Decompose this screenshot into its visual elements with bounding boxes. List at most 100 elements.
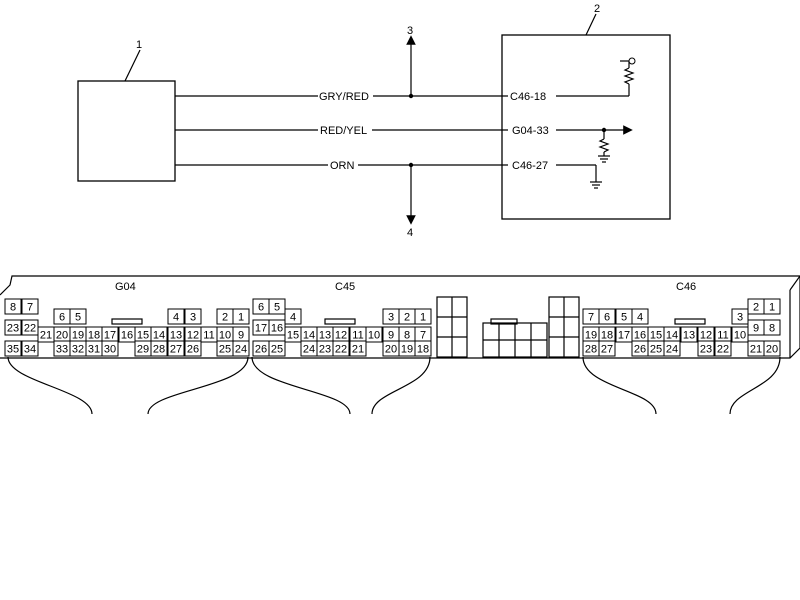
pin-cell-g04-35: 35 — [4, 340, 22, 357]
pin-cell-c45-1: 1 — [414, 308, 432, 325]
pin-cell-g04-12: 12 — [184, 326, 202, 343]
pin-number: 6 — [59, 312, 65, 324]
pin-number: 6 — [604, 312, 610, 324]
pin-cell-g04-30: 30 — [101, 340, 119, 357]
pin-cell-g04-29: 29 — [134, 340, 152, 357]
pin-cell-c46-16: 16 — [631, 326, 649, 343]
pin-number: 12 — [187, 330, 199, 342]
pin-cavity — [184, 340, 202, 357]
g04-harness-curve-right — [147, 356, 249, 415]
g04-harness-curve-left — [7, 356, 93, 415]
pin-number: 15 — [287, 330, 299, 342]
pin-cell-c46-24: 24 — [663, 340, 681, 357]
pin-cell-g04-13: 13 — [167, 326, 185, 343]
pin-cell-c46-6: 6 — [598, 308, 616, 325]
pin-cell-g04-11: 11 — [200, 326, 218, 343]
pin-number: 35 — [7, 344, 19, 356]
pin-cavity — [598, 340, 616, 357]
pin-cell-c46-18: 18 — [598, 326, 616, 343]
pin-number: 3 — [190, 312, 196, 324]
pin-number: 16 — [271, 323, 283, 335]
component-2-box — [501, 34, 671, 220]
pin-cell-c45-11: 11 — [349, 326, 367, 343]
pin-number: 21 — [40, 330, 52, 342]
pin-cell-g04-28: 28 — [150, 340, 168, 357]
pin-number: 17 — [104, 330, 116, 342]
pin-number: 5 — [274, 302, 280, 314]
pin-number: 6 — [258, 302, 264, 314]
pin-number: 4 — [637, 312, 643, 324]
pin-number: 21 — [352, 344, 364, 356]
pin-number: 18 — [601, 330, 613, 342]
pin-number: 15 — [650, 330, 662, 342]
pin-number: 22 — [335, 344, 347, 356]
pin-number: 5 — [75, 312, 81, 324]
pin-cell-c45-21: 21 — [349, 340, 367, 357]
pin-cell-g04-32: 32 — [69, 340, 87, 357]
pin-cell-c45-5: 5 — [268, 298, 286, 315]
pin-cavity — [714, 340, 732, 357]
ground-icon — [590, 181, 602, 189]
component-1-leader — [124, 49, 141, 82]
pin-cell-c45-3: 3 — [382, 308, 400, 325]
c46-harness-curve-left — [582, 356, 657, 415]
pin-cell-c45-24: 24 — [300, 340, 318, 357]
c45-key-tab — [324, 318, 356, 325]
pin-number: 10 — [368, 330, 380, 342]
component-1-number: 1 — [136, 39, 142, 51]
pin-cavity — [21, 298, 39, 315]
branch-4-number: 4 — [407, 227, 413, 239]
pin-number: 23 — [319, 344, 331, 356]
pin-number: 13 — [319, 330, 331, 342]
pin-cell-c45-19: 19 — [398, 340, 416, 357]
connector-c46-title: C46 — [676, 281, 696, 293]
pin-cavity — [21, 340, 39, 357]
wire-2-color-label: RED/YEL — [320, 125, 367, 137]
pin-cell-g04-27: 27 — [167, 340, 185, 357]
pin-number: 22 — [24, 323, 36, 335]
pin-number: 29 — [137, 344, 149, 356]
pin-number: 14 — [666, 330, 678, 342]
pin-cavity — [763, 319, 781, 336]
pin-cell-c46-20: 20 — [763, 340, 781, 357]
pin-cell-c45-23: 23 — [316, 340, 334, 357]
pin-number: 15 — [137, 330, 149, 342]
pin-cell-g04-21: 21 — [37, 326, 55, 343]
pin-cell-c46-15: 15 — [647, 326, 665, 343]
pin-number: 5 — [621, 312, 627, 324]
pin-number: 19 — [401, 344, 413, 356]
pin-cavity — [69, 308, 87, 325]
connector-g04-title: G04 — [115, 281, 136, 293]
pin-cavity — [414, 308, 432, 325]
pin-number: 7 — [588, 312, 594, 324]
connector-c45-title: C45 — [335, 281, 355, 293]
pin-number: 2 — [753, 302, 759, 314]
pin-cell-g04-1: 1 — [232, 308, 250, 325]
pin-cell-c45-10: 10 — [365, 326, 383, 343]
pin-number: 26 — [255, 344, 267, 356]
pin-number: 13 — [170, 330, 182, 342]
pin-cell-c46-1: 1 — [763, 298, 781, 315]
pin-cell-c46-9: 9 — [747, 319, 765, 336]
pin-number: 19 — [72, 330, 84, 342]
component-2-leader — [585, 13, 597, 36]
pin-cell-c46-19: 19 — [582, 326, 600, 343]
pin-cell-c45-17: 17 — [252, 319, 270, 336]
pin-number: 7 — [420, 330, 426, 342]
supply-terminal-icon — [628, 57, 636, 65]
pin-number: 28 — [153, 344, 165, 356]
c45-harness-curve-left — [251, 356, 351, 415]
pin-cell-c45-18: 18 — [414, 340, 432, 357]
pin-number: 3 — [737, 312, 743, 324]
pin-cavity — [268, 340, 286, 357]
pin-cavity — [101, 340, 119, 357]
pin-cavity — [763, 298, 781, 315]
wire-3-terminal: C46-27 — [512, 160, 548, 172]
pin-cell-c46-3: 3 — [731, 308, 749, 325]
pin-number: 26 — [187, 344, 199, 356]
pin-number: 16 — [634, 330, 646, 342]
pin-cell-c45-9: 9 — [382, 326, 400, 343]
pin-cell-g04-18: 18 — [85, 326, 103, 343]
wire-2-terminal: G04-33 — [512, 125, 549, 137]
